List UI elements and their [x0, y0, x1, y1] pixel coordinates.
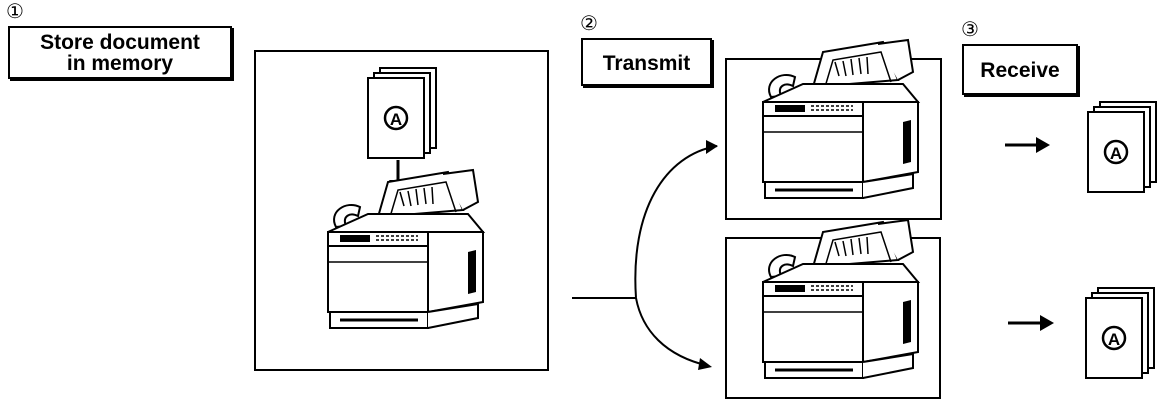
document-stack-icon-received-top [1088, 102, 1156, 192]
arrow-icon-to-top [706, 140, 718, 154]
fax-machine-icon-bottom [763, 220, 918, 378]
document-stack-icon-source [368, 68, 436, 158]
document-stack-icon-received-bottom [1086, 288, 1154, 378]
fax-machine-icon-store [328, 170, 483, 328]
arrow-icon-to-bottom [698, 358, 712, 370]
fax-machine-icon-top [763, 40, 918, 198]
